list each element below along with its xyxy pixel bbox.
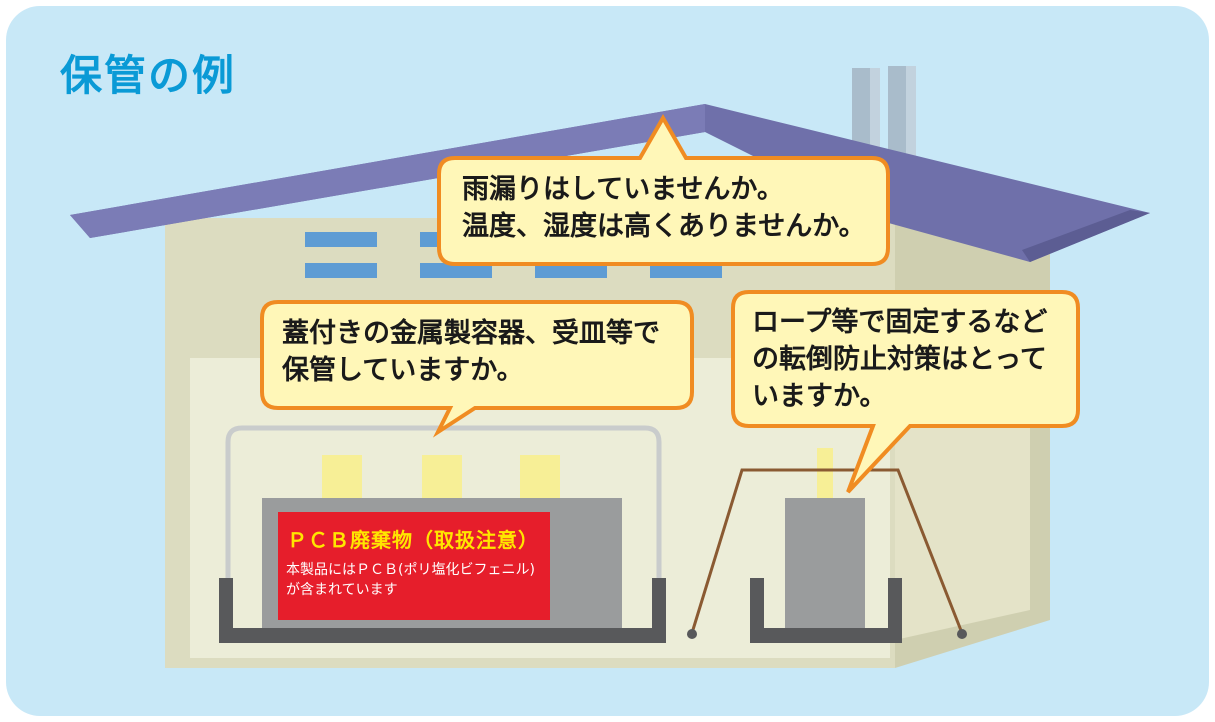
drip-tray [750,578,902,643]
bubble-fall-line: の転倒防止対策はとって [752,344,1047,375]
bubble-roof-text: 雨漏りはしていませんか。 温度、湿度は高くありませんか。 [462,171,866,245]
bubble-fall-line: ロープ等で固定するなど [752,307,1048,338]
bushing [322,455,362,500]
bubble-fall-text: ロープ等で固定するなど の転倒防止対策はとって いますか。 [752,304,1047,415]
window [650,263,722,278]
pcb-label-line: 本製品にはＰＣＢ(ポリ塩化ビフェニル) [286,562,535,578]
bubble-container [260,300,694,438]
bubble-roof [437,113,890,266]
anchor-point [957,629,967,639]
bubble-roof-line: 温度、湿度は高くありませんか。 [462,211,866,242]
pcb-warning-label [278,512,550,620]
window [535,263,607,278]
bubble-fall-line: いますか。 [752,381,887,412]
bubble-fall-prevention [731,290,1080,494]
bubble-roof-line: 雨漏りはしていませんか。 [462,174,784,205]
anchor-point [687,629,697,639]
bushing [817,448,833,500]
anchor-rope [690,468,964,634]
page-title: 保管の例 [60,51,237,100]
pcb-label-body: 本製品にはＰＣＢ(ポリ塩化ビフェニル) が含まれています [286,560,535,600]
window [305,263,377,278]
window [420,263,492,278]
pcb-label-title: ＰＣＢ廃棄物（取扱注意） [287,528,539,552]
bushing [520,455,560,500]
bushing [422,455,462,500]
pcb-label-line: が含まれています [286,582,398,598]
bubble-container-line: 蓋付きの金属製容器、受皿等で [282,318,660,349]
bubble-container-line: 保管していますか。 [282,355,524,386]
bubble-container-text: 蓋付きの金属製容器、受皿等で 保管していますか。 [282,315,660,389]
small-container [785,498,865,628]
drip-tray [219,578,666,643]
window [305,232,377,247]
